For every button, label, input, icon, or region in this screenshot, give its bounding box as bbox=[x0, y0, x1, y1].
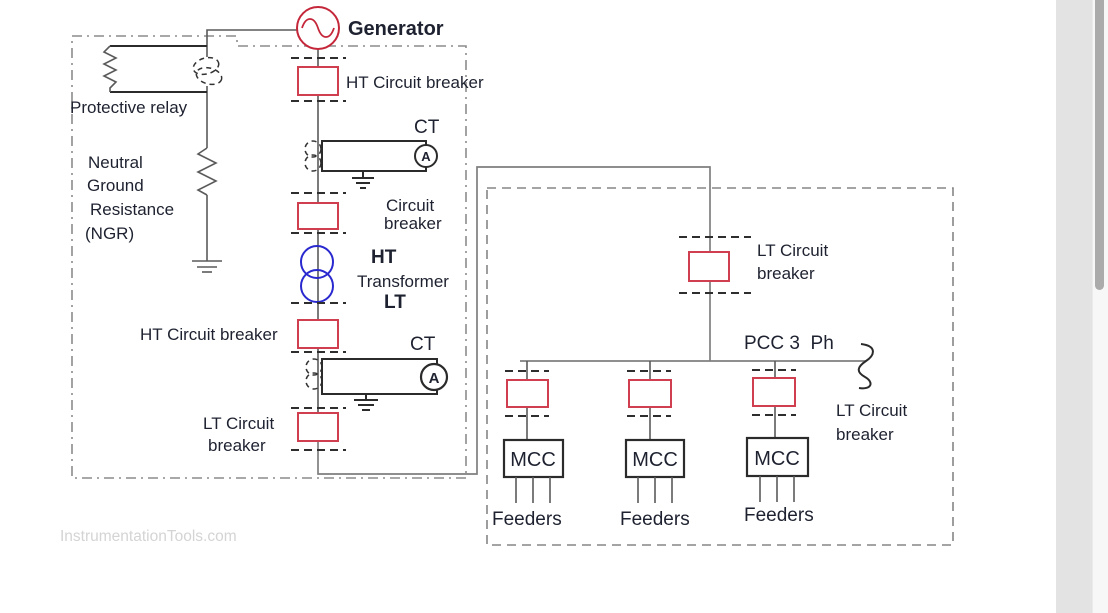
transformer-lt-label: LT bbox=[384, 292, 406, 313]
protective-relay-label: Protective relay bbox=[70, 98, 188, 117]
generator-symbol bbox=[296, 6, 340, 50]
ct-bottom-coil-icon bbox=[305, 358, 323, 390]
page-margin-gray-band bbox=[1056, 0, 1092, 613]
lt-circuit-breaker-left-label-line1: LT Circuit bbox=[203, 414, 274, 433]
ngr-label-line4: (NGR) bbox=[85, 224, 134, 243]
pcc-panel-dashed-border bbox=[486, 187, 954, 546]
mcc-2-box bbox=[624, 438, 686, 479]
ngr-label-line1: Neutral bbox=[88, 153, 143, 172]
mcc-1-feeder-lines bbox=[515, 477, 551, 503]
mcc-feeder-column-2: MCC Feeders bbox=[620, 361, 690, 530]
generator-neutral-wire bbox=[206, 29, 297, 57]
circuit-breaker-label-line2: breaker bbox=[384, 214, 442, 233]
ngr-ground-icon bbox=[192, 260, 222, 273]
ct-bottom-secondary-loop bbox=[321, 358, 438, 395]
mcc-1-label: MCC bbox=[510, 449, 556, 471]
mcc-2-label: MCC bbox=[632, 449, 678, 471]
single-line-diagram: Protective relay Neutral Ground Resistan… bbox=[70, 6, 954, 546]
ct-bottom-ground-icon bbox=[354, 394, 378, 411]
lt-feeder-connector-wire bbox=[317, 166, 711, 475]
ct-bottom-label: CT bbox=[410, 334, 436, 355]
scrollbar-thumb[interactable] bbox=[1095, 0, 1104, 290]
mcc-2-feeder-lines bbox=[637, 477, 673, 503]
mcc-3-feeders-label: Feeders bbox=[744, 505, 814, 526]
mcc-feeder-column-1: MCC Feeders bbox=[492, 361, 565, 530]
ct-top-secondary-loop bbox=[321, 140, 427, 172]
pcc-bus-label: PCC 3 Ph bbox=[744, 333, 834, 354]
protective-relay-symbol bbox=[102, 45, 207, 93]
transformer-ht-label: HT bbox=[371, 247, 397, 268]
ngr-label-line2: Ground bbox=[87, 176, 144, 195]
ammeter-top-symbol: A bbox=[414, 144, 438, 168]
ngr-label-line3: Resistance bbox=[90, 200, 174, 219]
mcc-1-feeders-label: Feeders bbox=[492, 509, 562, 530]
lt-circuit-breaker-incomer-symbol bbox=[688, 251, 730, 282]
mcc-3-feeder-lines bbox=[759, 476, 795, 502]
mcc-3-label: MCC bbox=[754, 448, 800, 470]
ht-circuit-breaker-top-label: HT Circuit breaker bbox=[346, 73, 484, 92]
feeder-breaker-2-symbol bbox=[628, 379, 672, 408]
generator-panel-dashed-border bbox=[71, 35, 467, 479]
mcc-1-box bbox=[502, 438, 565, 479]
lt-circuit-breaker-left-label-line2: breaker bbox=[208, 436, 266, 455]
bus-continuation-brace-icon bbox=[857, 343, 874, 390]
lt-circuit-breaker-feeder-label-line2: breaker bbox=[836, 425, 894, 444]
lt-circuit-breaker-incomer-label-line1: LT Circuit bbox=[757, 241, 828, 260]
ct-top-label: CT bbox=[414, 117, 440, 138]
lt-circuit-breaker-left-symbol bbox=[297, 412, 339, 442]
ammeter-top-letter: A bbox=[421, 149, 431, 164]
circuit-breaker-symbol bbox=[297, 202, 339, 230]
ct-top-ground-icon bbox=[352, 171, 374, 189]
ht-circuit-breaker-top-symbol bbox=[297, 66, 339, 96]
ht-circuit-breaker-bottom-label: HT Circuit breaker bbox=[140, 325, 278, 344]
feeder-breaker-1-symbol bbox=[506, 379, 549, 408]
generator-label: Generator bbox=[348, 18, 444, 40]
ngr-resistor-icon bbox=[196, 147, 218, 196]
lt-circuit-breaker-feeder-label-line1: LT Circuit bbox=[836, 401, 907, 420]
mcc-feeder-column-3: MCC Feeders bbox=[744, 361, 814, 526]
transformer-symbol bbox=[300, 245, 334, 303]
ammeter-bottom-letter: A bbox=[429, 370, 440, 387]
ammeter-bottom-symbol: A bbox=[419, 362, 449, 392]
mcc-2-feeders-label: Feeders bbox=[620, 509, 690, 530]
circuit-breaker-label-line1: Circuit bbox=[386, 196, 434, 215]
watermark-text: InstrumentationTools.com bbox=[60, 528, 237, 545]
lt-circuit-breaker-incomer-label-line2: breaker bbox=[757, 264, 815, 283]
ht-circuit-breaker-bottom-symbol bbox=[297, 319, 339, 349]
transformer-name-label: Transformer bbox=[357, 272, 449, 291]
neutral-ct-coil-icon bbox=[192, 56, 223, 86]
feeder-breaker-3-symbol bbox=[752, 377, 796, 407]
